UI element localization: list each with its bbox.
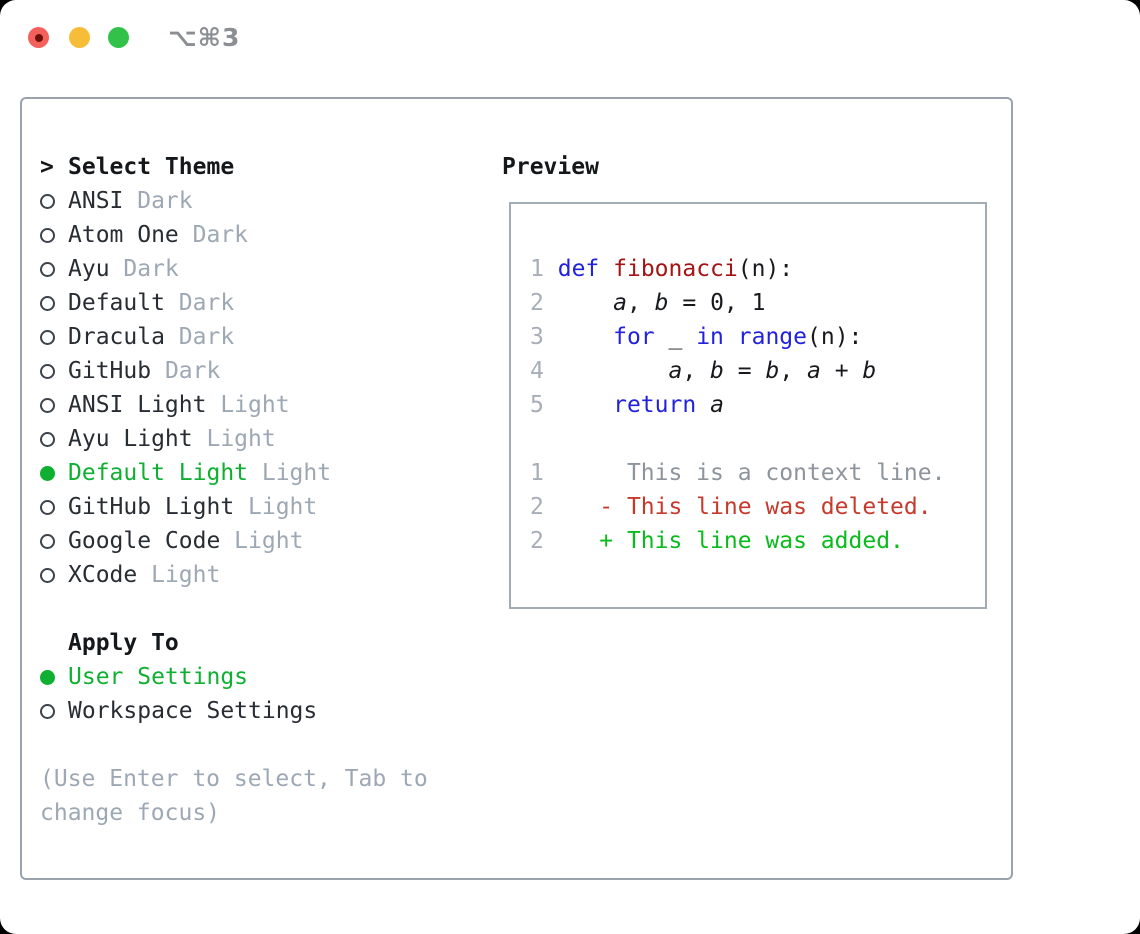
item-label: ANSI Light [68,392,207,418]
unsaved-indicator-icon [34,33,43,42]
code-line: 2 a, b = 0, 1 [530,290,766,316]
theme-item-default[interactable]: Default Dark [40,286,490,320]
radio-unselected-icon [40,295,55,311]
item-label: Dracula [68,324,165,350]
item-variant-label: Dark [164,324,235,350]
code-preview: 1 def fibonacci(n): 2 a, b = 0, 1 3 for _ … [530,252,985,422]
theme-item-default-light[interactable]: Default Light Light [40,456,490,490]
item-variant-label: Light [234,494,318,520]
window-title-shortcut: ⌥⌘3 [168,23,241,52]
radio-unselected-icon [40,227,55,243]
close-button[interactable] [28,27,49,48]
apply-option-workspace-settings[interactable]: Workspace Settings [40,694,490,728]
item-label: Ayu [68,256,110,282]
radio-unselected-icon [40,193,55,209]
diff-line: 2 + This line was added. [530,528,904,554]
radio-selected-icon [40,669,55,685]
item-label: Workspace Settings [68,698,318,724]
item-variant-label: Dark [178,222,249,248]
item-label: XCode [68,562,138,588]
item-variant-label: Dark [109,256,179,282]
item-variant-label: Light [248,460,332,486]
diff-preview: 1 This is a context line. 2 - This line w… [530,456,985,558]
item-variant-label: Light [206,392,290,418]
code-line: 4 a, b = b, a + b [530,358,877,384]
item-variant-label: Dark [164,290,235,316]
item-label: Default Light [68,460,249,486]
apply-to-title: Apply To [68,630,179,656]
item-label: GitHub Light [68,494,235,520]
item-variant-label: Dark [123,188,193,214]
radio-selected-icon [40,465,55,481]
theme-item-ayu[interactable]: Ayu Dark [40,252,490,286]
item-label: Default [68,290,165,316]
theme-item-dracula[interactable]: Dracula Dark [40,320,490,354]
hint-line-1: (Use Enter to select, Tab to [40,766,428,792]
hint-line-2: change focus) [40,800,221,826]
diff-line: 2 - This line was deleted. [530,494,932,520]
diff-line: 1 This is a context line. [530,460,946,486]
select-theme-title: Select Theme [68,154,235,180]
item-label: Atom One [68,222,179,248]
item-label: Ayu Light [68,426,193,452]
hint-text: (Use Enter to select, Tab to change focu… [40,762,490,830]
minimize-button[interactable] [69,27,90,48]
select-theme-header: > Select Theme [40,150,490,184]
preview-title: Preview [502,154,599,180]
item-variant-label: Dark [151,358,221,384]
maximize-button[interactable] [108,27,129,48]
selection-cursor-icon: > [40,154,54,180]
radio-unselected-icon [40,397,55,413]
theme-item-ayu-light[interactable]: Ayu Light Light [40,422,490,456]
item-label: User Settings [68,664,249,690]
theme-item-ansi[interactable]: ANSI Dark [40,184,490,218]
radio-unselected-icon [40,261,55,277]
item-label: GitHub [68,358,152,384]
theme-item-github[interactable]: GitHub Dark [40,354,490,388]
theme-item-ansi-light[interactable]: ANSI Light Light [40,388,490,422]
item-variant-label: Light [220,528,304,554]
item-variant-label: Light [137,562,221,588]
radio-unselected-icon [40,567,55,583]
theme-item-xcode[interactable]: XCode Light [40,558,490,592]
radio-unselected-icon [40,329,55,345]
theme-item-atom-one[interactable]: Atom One Dark [40,218,490,252]
preview-box: 1 def fibonacci(n): 2 a, b = 0, 1 3 for _ … [509,202,987,609]
apply-to-header: Apply To [40,626,490,660]
code-line: 3 for _ in range(n): [530,324,863,350]
item-label: ANSI [68,188,124,214]
item-label: Google Code [68,528,221,554]
radio-unselected-icon [40,363,55,379]
apply-option-user-settings[interactable]: User Settings [40,660,490,694]
radio-unselected-icon [40,703,55,719]
radio-unselected-icon [40,533,55,549]
radio-unselected-icon [40,431,55,447]
code-line: 1 def fibonacci(n): [530,256,794,282]
theme-item-github-light[interactable]: GitHub Light Light [40,490,490,524]
titlebar: ⌥⌘3 [0,0,1140,74]
code-line: 5 return a [530,392,724,418]
radio-unselected-icon [40,499,55,515]
theme-item-google-code[interactable]: Google Code Light [40,524,490,558]
item-variant-label: Light [192,426,276,452]
